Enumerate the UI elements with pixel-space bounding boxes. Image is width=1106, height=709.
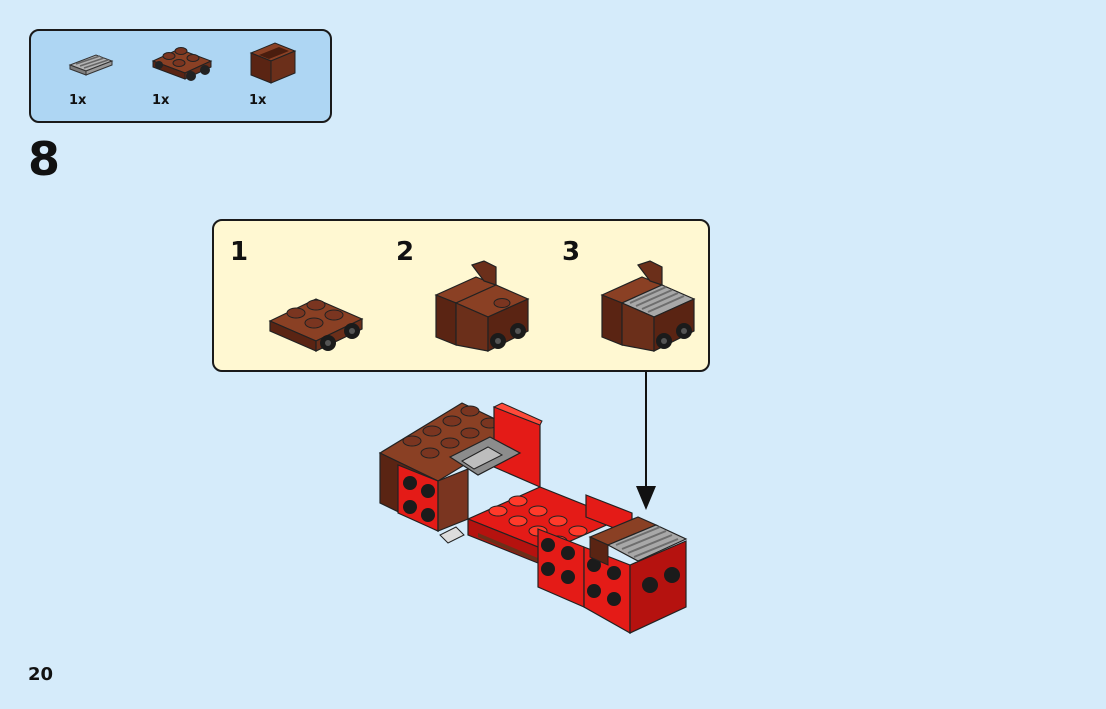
- part-quantity: 1x: [69, 93, 87, 108]
- brown-plate-with-wheels-icon: [151, 47, 213, 81]
- main-model-illustration: [370, 395, 700, 644]
- sub-step-number: 1: [230, 237, 249, 267]
- brown-seat-icon: [249, 42, 297, 84]
- sub-step-number: 3: [562, 237, 581, 267]
- vehicle-model-icon: [378, 402, 688, 635]
- part-quantity: 1x: [152, 93, 170, 108]
- sub-step-3-illustration: [598, 259, 698, 363]
- sub-step-number: 2: [396, 237, 415, 267]
- parts-list-box: 1x 1x 1x: [29, 29, 332, 123]
- page-number: 20: [28, 664, 54, 685]
- part-grille-tile: 1x: [66, 43, 116, 108]
- seat-with-grille-icon: [600, 260, 696, 352]
- part-seat: 1x: [245, 39, 301, 108]
- sub-step-2-illustration: [432, 259, 532, 363]
- sub-step-1-illustration: [266, 283, 366, 363]
- part-quantity: 1x: [249, 93, 267, 108]
- part-plate-wheels: 1x: [149, 39, 215, 108]
- grey-grille-tile-icon: [68, 54, 114, 76]
- step-number: 8: [28, 132, 61, 186]
- placement-arrow-icon: [636, 372, 656, 510]
- brown-plate-wheels-icon: [268, 298, 364, 352]
- seat-on-plate-icon: [434, 260, 530, 352]
- sub-assembly-box: 1 2 3: [212, 219, 710, 372]
